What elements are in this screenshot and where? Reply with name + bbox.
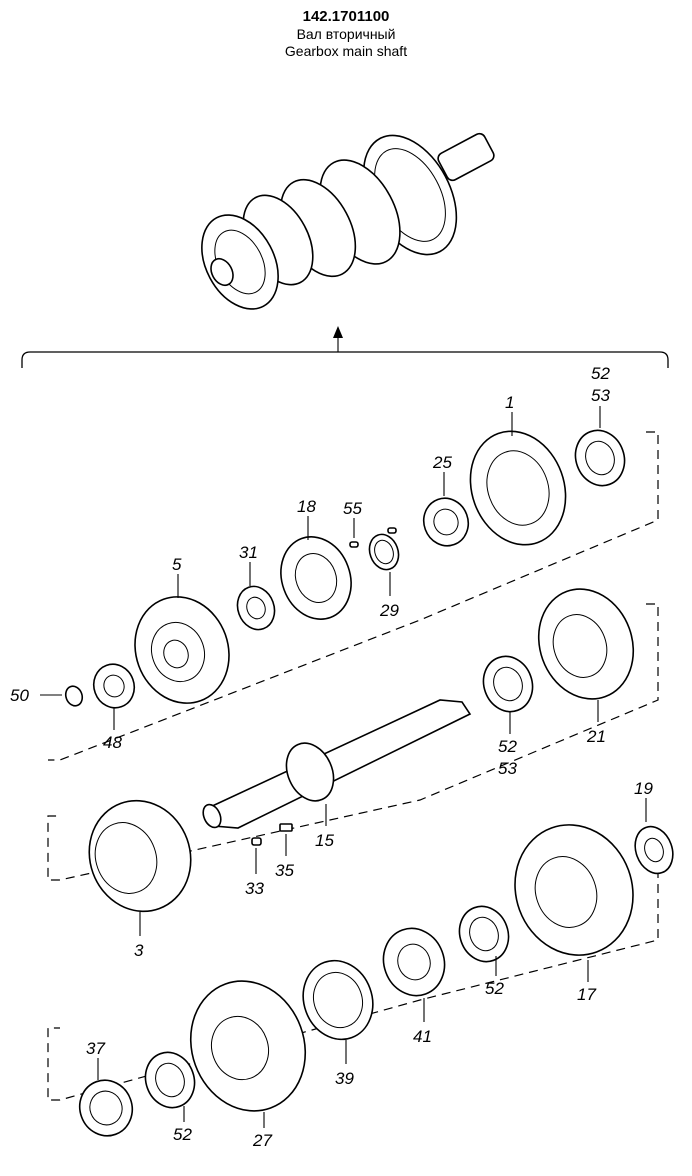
assembled-shaft-illustration [201, 132, 495, 310]
part-17-gear [514, 824, 634, 956]
leader-lines [40, 406, 647, 1128]
part-27-gear [189, 980, 307, 1112]
part-50-circlip [64, 685, 84, 707]
part-33-key [251, 837, 262, 846]
part-18-synchro-hub [280, 536, 352, 620]
part-39-synchro-ring [302, 959, 374, 1041]
callout-37: 37 [86, 1039, 105, 1058]
part-52-53-bearing-middle [482, 655, 534, 713]
callout-21: 21 [586, 727, 606, 746]
part-number: 142.1701100 [302, 8, 390, 25]
part-48-bearing [92, 663, 136, 709]
callout-48: 48 [103, 733, 122, 752]
callout-29: 29 [379, 601, 399, 620]
callout-52-top: 52 [591, 364, 610, 383]
callout-labels: 52 53 1 25 18 55 31 29 5 50 48 52 53 21 … [10, 364, 653, 1150]
callout-3: 3 [134, 941, 144, 960]
callout-5: 5 [172, 555, 182, 574]
callout-53-middle: 53 [498, 759, 517, 778]
part-52-bearing-lower [458, 905, 510, 963]
callout-39: 39 [335, 1069, 354, 1088]
callout-52-middle: 52 [498, 737, 517, 756]
callout-52-bottom: 52 [173, 1125, 192, 1144]
part-31-washer [236, 585, 276, 631]
callout-25: 25 [432, 453, 452, 472]
callout-1: 1 [505, 393, 514, 412]
callout-41: 41 [413, 1027, 432, 1046]
callout-55: 55 [343, 499, 362, 518]
callout-52-lower: 52 [485, 979, 504, 998]
part-37-bushing [78, 1079, 134, 1137]
part-41-hub [382, 927, 446, 997]
diagram-header: 142.1701100 Вал вторичный Gearbox main s… [0, 8, 692, 60]
callout-50: 50 [10, 686, 29, 705]
callout-27: 27 [252, 1131, 272, 1150]
callout-31: 31 [239, 543, 258, 562]
part-35-spring [279, 823, 293, 832]
callout-18: 18 [297, 497, 316, 516]
part-3-synchro-sleeve [88, 799, 192, 913]
part-21-gear [537, 588, 635, 700]
part-1-gear [469, 430, 567, 546]
part-29-ring [368, 533, 400, 571]
callout-15: 15 [315, 831, 334, 850]
part-52-bearing-bottom [144, 1051, 196, 1109]
part-25-sleeve [422, 497, 470, 547]
callout-33: 33 [245, 879, 264, 898]
part-55-pin [349, 527, 397, 548]
callout-53-top: 53 [591, 386, 610, 405]
title-english: Gearbox main shaft [284, 43, 408, 59]
callout-17: 17 [577, 985, 596, 1004]
part-15-shaft [202, 699, 472, 829]
part-19-washer [634, 825, 674, 875]
part-5-flange [134, 596, 230, 704]
assembly-bracket [21, 326, 669, 368]
callout-19: 19 [634, 779, 653, 798]
title-russian: Вал вторичный [296, 26, 396, 42]
callout-35: 35 [275, 861, 294, 880]
part-52-53-bearing-top [574, 429, 626, 487]
